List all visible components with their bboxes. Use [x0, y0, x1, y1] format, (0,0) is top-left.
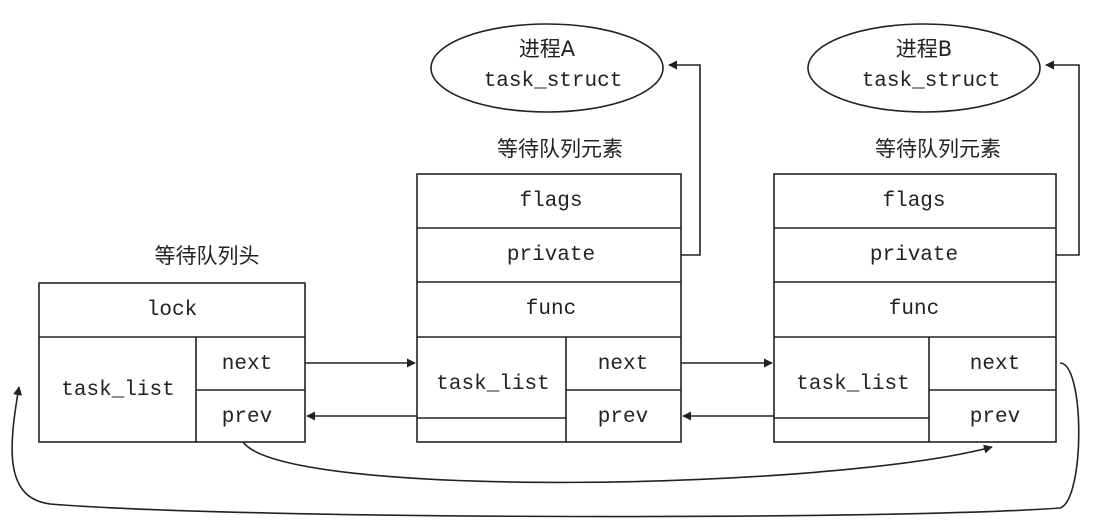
process-b-node: 进程B task_struct: [807, 23, 1041, 113]
element-a-flags-field: flags: [519, 190, 582, 213]
element-b-outline: [773, 173, 1057, 443]
process-a-node: 进程A task_struct: [430, 23, 664, 113]
element-b-prev-field: prev: [970, 406, 1020, 429]
process-a-ellipse: [430, 23, 664, 113]
process-a-struct: task_struct: [484, 70, 623, 93]
head-title: 等待队列头: [155, 244, 260, 268]
wait-queue-head: lock task_list next prev: [38, 282, 306, 443]
element-b-private-arrow: [1045, 60, 1080, 256]
process-b-ellipse: [807, 23, 1041, 113]
element-a-func-field: func: [526, 298, 576, 321]
head-next-field: next: [222, 353, 272, 376]
head-outline: [38, 282, 306, 443]
element-a-private-arrow: [668, 60, 701, 256]
process-b-struct: task_struct: [862, 70, 1001, 93]
element-b-private-field: private: [870, 244, 958, 267]
element-b-flags-field: flags: [882, 190, 945, 213]
head-task-list-field: task_list: [61, 379, 174, 402]
element-b-title: 等待队列元素: [875, 137, 1001, 161]
wait-queue-element-a: flags private func task_list next prev: [416, 173, 682, 443]
element-a-task-list-field: task_list: [436, 373, 549, 396]
element-a-outline: [416, 173, 682, 443]
wait-queue-element-b: flags private func task_list next prev: [773, 173, 1057, 443]
element-a-next-field: next: [598, 353, 648, 376]
element-a-prev-field: prev: [598, 406, 648, 429]
process-b-name: 进程B: [896, 37, 952, 61]
element-a-private-field: private: [507, 244, 595, 267]
head-prev-to-tail-arrow: [242, 441, 993, 484]
element-b-next-field: next: [970, 353, 1020, 376]
element-b-func-field: func: [889, 298, 939, 321]
tail-next-to-head-arrow: [11, 362, 1080, 518]
element-a-title: 等待队列元素: [497, 137, 623, 161]
head-lock-field: lock: [147, 299, 197, 322]
process-a-name: 进程A: [519, 37, 576, 61]
head-prev-field: prev: [222, 406, 272, 429]
element-b-task-list-field: task_list: [796, 373, 909, 396]
